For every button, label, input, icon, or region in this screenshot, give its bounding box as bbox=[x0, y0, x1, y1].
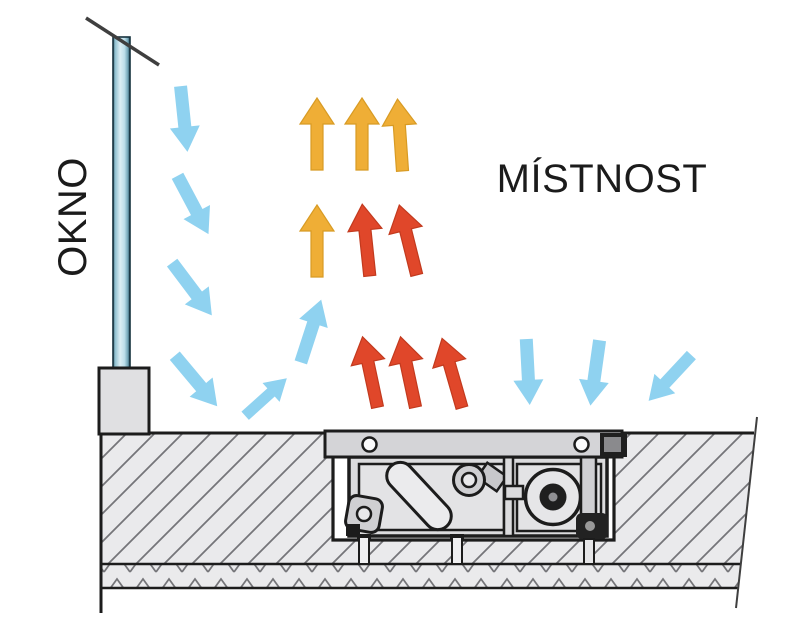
cold-air-falling-group bbox=[160, 84, 229, 416]
cold-air-curving-up-group bbox=[236, 294, 336, 426]
cold-air-arrow bbox=[286, 294, 336, 368]
window-label: OKNO bbox=[51, 157, 95, 277]
window-sill-block bbox=[97, 366, 151, 436]
grille-end-cap bbox=[600, 433, 627, 457]
cold-air-arrow bbox=[575, 338, 615, 408]
connection-pipe bbox=[576, 455, 608, 565]
cold-air-arrow bbox=[638, 345, 702, 411]
trench-walls bbox=[331, 433, 616, 542]
grille-hole-left bbox=[361, 436, 378, 453]
cold-air-arrow bbox=[163, 346, 229, 416]
hot-air-arrow bbox=[344, 201, 388, 279]
warm-air-arrow bbox=[299, 97, 335, 171]
hot-air-arrow bbox=[383, 332, 433, 412]
hot-air-arrow bbox=[345, 332, 395, 412]
tangential-fan bbox=[523, 467, 583, 527]
cold-air-arrow bbox=[164, 168, 222, 242]
hot-air-arrow bbox=[382, 200, 434, 280]
warm-air-arrow bbox=[379, 97, 421, 173]
room-label: MÍSTNOST bbox=[496, 157, 708, 201]
convector-legs bbox=[357, 534, 464, 565]
window-glass bbox=[112, 36, 131, 381]
floor-lower-hatch bbox=[100, 564, 741, 588]
heat-exchanger-coil bbox=[385, 460, 453, 532]
warm-air-arrow bbox=[299, 204, 335, 278]
cold-air-arrow bbox=[511, 338, 545, 406]
hot-air-arrow bbox=[425, 333, 479, 413]
fan-mount-tab bbox=[503, 484, 525, 501]
pipe-fitting-top bbox=[452, 461, 509, 497]
floor-convector-unit bbox=[323, 429, 627, 565]
window-top-frame bbox=[85, 16, 160, 67]
cold-air-arrow bbox=[236, 368, 296, 426]
cold-air-arrow bbox=[160, 253, 224, 325]
hot-air-rising-group bbox=[344, 200, 479, 413]
warm-air-rising-group bbox=[299, 97, 421, 278]
cold-air-arrow bbox=[165, 84, 203, 154]
pipe-fitting-left bbox=[344, 494, 384, 536]
window bbox=[85, 16, 160, 436]
floor-grille bbox=[323, 429, 624, 459]
room-air-descending-group bbox=[511, 338, 702, 411]
floor-right-break-line bbox=[735, 416, 758, 609]
warm-air-arrow bbox=[344, 97, 380, 171]
grille-hole-right bbox=[573, 436, 590, 453]
